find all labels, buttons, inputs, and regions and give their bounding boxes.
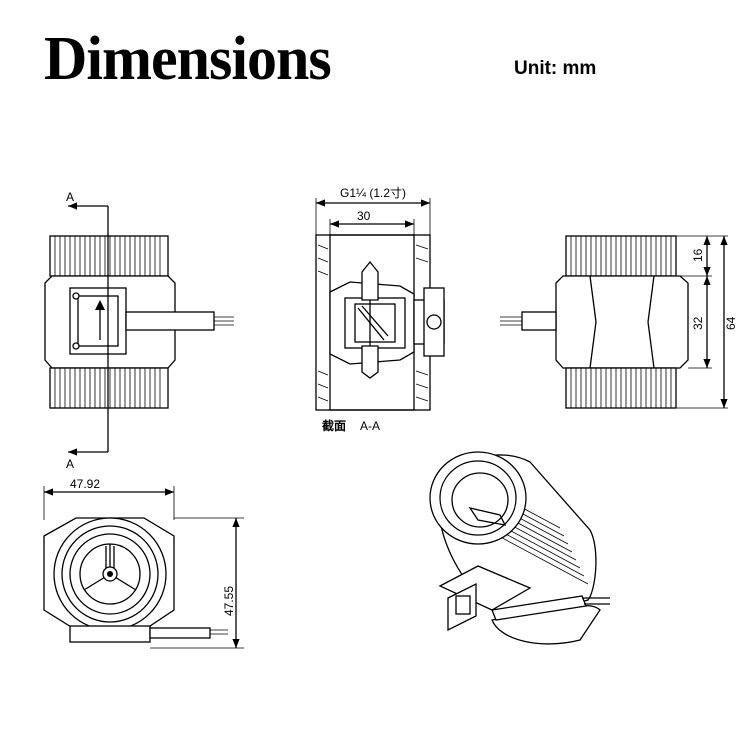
section-view: G1¼ (1.2寸) 30 截面 A-A [315,186,445,433]
dim-16-label: 16 [691,248,705,262]
section-mark-bottom: A [66,457,74,471]
page-title: Dimensions [44,23,332,93]
dim-64-label: 64 [724,316,738,330]
end-view: 47.92 47.55 [43,477,244,649]
section-mark-top: A [66,190,74,204]
dim-30-label: 30 [357,209,371,223]
side-view: 16 32 64 [500,235,738,409]
isometric-view [429,451,610,645]
section-caption: A-A [360,419,380,433]
dim-32-label: 32 [691,316,705,330]
section-caption-cn: 截面 [322,418,346,433]
unit-label: Unit: mm [514,58,597,79]
width-dim-label: 47.92 [70,477,100,491]
height-dim-label: 47.55 [222,586,236,616]
thread-size-label: G1¼ (1.2寸) [340,186,406,200]
front-view: A A [44,190,234,471]
